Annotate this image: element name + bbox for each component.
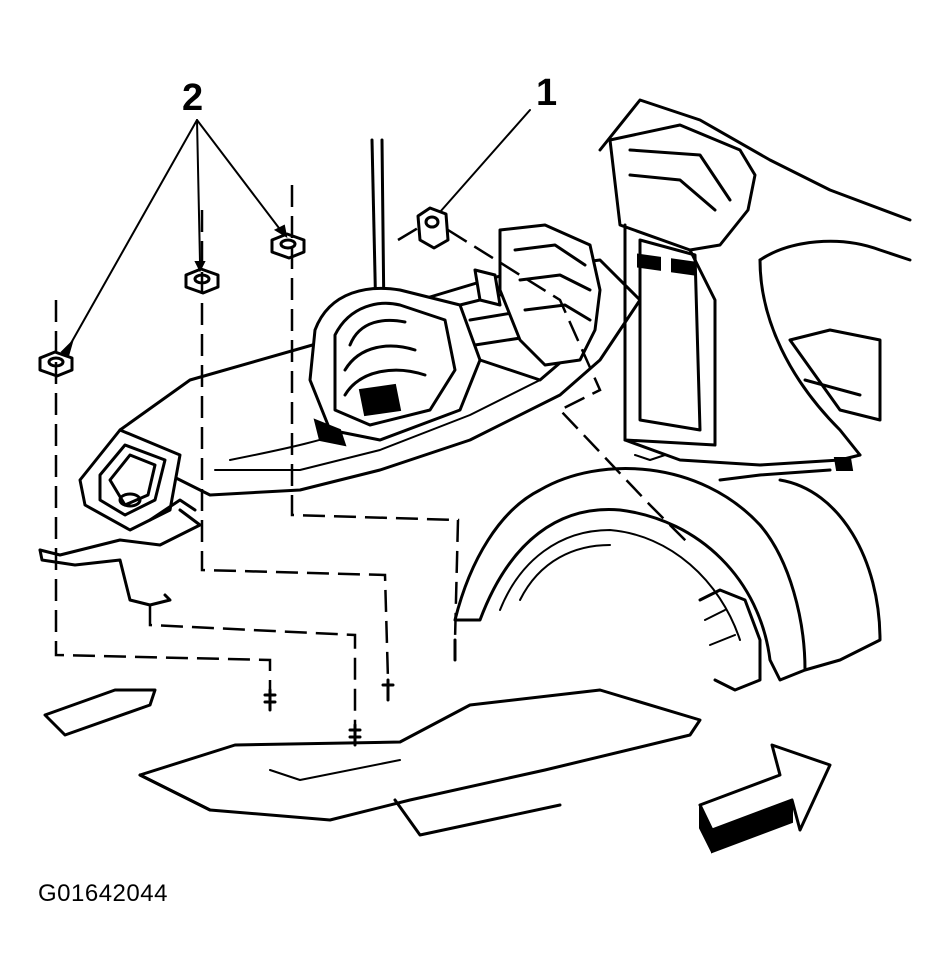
center-console <box>598 98 912 471</box>
left-bracket <box>38 428 202 607</box>
floor-studs <box>263 638 457 747</box>
callout-1-label: 1 <box>536 72 557 114</box>
floor-panel <box>43 688 702 837</box>
callout-leaders <box>60 109 531 358</box>
callout-2-label: 2 <box>182 77 203 119</box>
wheel-arch <box>453 467 882 692</box>
shifter-assembly <box>308 138 602 447</box>
forward-arrow-icon <box>698 743 832 854</box>
alignment-lines <box>54 185 691 725</box>
figure-id: G01642044 <box>38 880 168 907</box>
